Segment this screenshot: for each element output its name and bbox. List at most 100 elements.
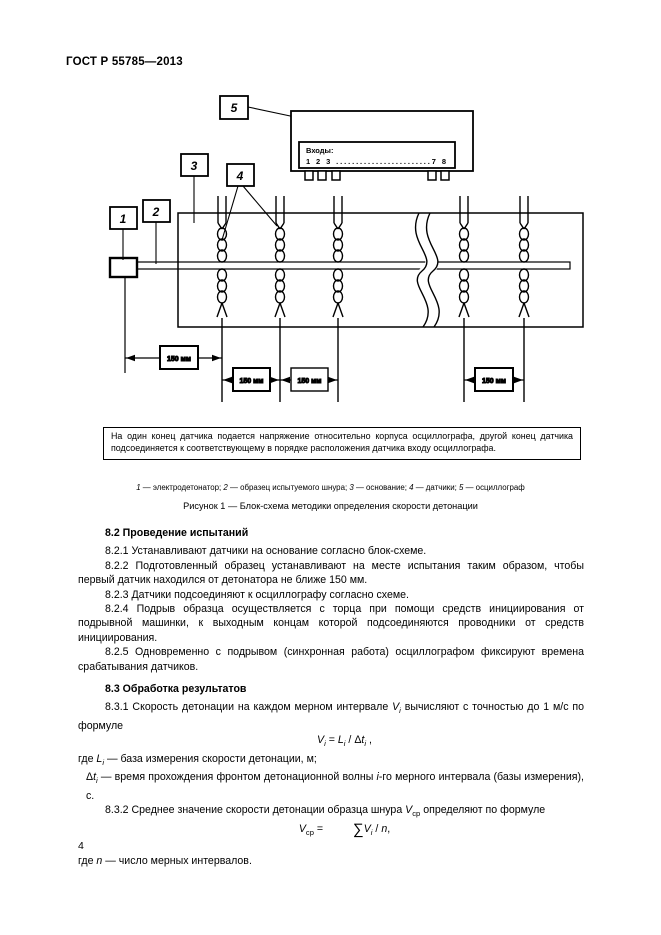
- paragraph-8-2-4: 8.2.4 Подрыв образца осуществляется с то…: [78, 603, 584, 644]
- var-L: L: [337, 734, 344, 747]
- callout-4-box: [226, 163, 255, 187]
- electrodetonator: [108, 256, 139, 279]
- figure-caption: Рисунок 1 — Блок-схема методики определе…: [183, 501, 478, 511]
- callout-3-label: 3: [191, 159, 198, 173]
- legend-num-3: 3: [349, 483, 354, 492]
- paragraph-8-3-2-text2: определяют по формуле: [420, 804, 546, 817]
- legend-num-5: 5: [459, 483, 464, 492]
- dimension-150mm-1: 150 мм: [125, 345, 222, 370]
- var-L-sub: i: [343, 739, 346, 749]
- legend-text-1: — электродетонатор;: [140, 483, 224, 492]
- where-n-text: — число мерных интервалов.: [102, 855, 252, 868]
- var-V: V: [317, 734, 325, 747]
- page-number: 4: [78, 840, 84, 852]
- callout-2-label: 2: [152, 205, 160, 219]
- legend-num-2: 2: [223, 483, 228, 492]
- paragraph-8-3-1-text2: вычисляют с точностью до 1 м/с по формул…: [78, 701, 584, 732]
- var-t: t: [361, 734, 365, 747]
- paragraph-8-2-2: 8.2.2 Подготовленный образец устанавлива…: [78, 559, 584, 587]
- callout-5-label: 5: [231, 101, 238, 115]
- legend-num-4: 4: [409, 483, 414, 492]
- paragraph-8-3-1-text: 8.3.1 Скорость детонации на каждом мерно…: [105, 701, 393, 714]
- oscilloscope: Входы: 1 2 3 ........................7 8: [290, 110, 474, 181]
- dimension-label: 150 мм: [167, 356, 191, 363]
- var-t-sub: i: [96, 776, 98, 786]
- formula-vi: Vi = Li / Δti ,: [78, 733, 584, 752]
- dimension-label: 150 мм: [298, 378, 322, 385]
- where-dt-text2: -го мерного интервала (базы измерения), …: [86, 771, 584, 802]
- diagram-note: На один конец датчика подается напряжени…: [103, 427, 581, 460]
- callout-4-label: 4: [236, 169, 244, 183]
- comma: ,: [387, 822, 391, 835]
- legend-text-3: — основание;: [353, 483, 410, 492]
- formula-vsr: Vср = ∑Vi / n,: [78, 822, 584, 841]
- paragraph-8-3-2-text: 8.3.2 Среднее значение скорости детонаци…: [105, 804, 406, 817]
- section-8-2-title: 8.2 Проведение испытаний: [105, 527, 249, 539]
- section-8-3-title: 8.3 Обработка результатов: [105, 683, 247, 696]
- sensor-twisted-pair: [518, 195, 530, 403]
- divide-sign: /: [345, 734, 355, 747]
- dimension-label: 150 мм: [482, 378, 506, 385]
- paragraph-8-2-3: 8.2.3 Датчики подсоединяют к осциллограф…: [105, 588, 409, 601]
- inputs-panel-label: Входы:: [306, 146, 333, 155]
- var-V: V: [405, 804, 413, 817]
- legend-num-1: 1: [136, 483, 141, 492]
- paragraph-8-2-1: 8.2.1 Устанавливают датчики на основание…: [105, 545, 427, 558]
- equals-sign: =: [325, 734, 338, 747]
- break-symbol: [414, 212, 440, 329]
- var-V-sub-sr: ср: [305, 827, 314, 837]
- dimension-150mm-3: 150 мм: [280, 367, 338, 392]
- where-L-text: — база измерения скорости детонации, м;: [104, 752, 317, 765]
- var-i: i: [376, 771, 379, 784]
- figure-legend: 1 — электродетонатор; 2 — образец испыту…: [66, 483, 595, 492]
- sensor-twisted-pair: [458, 195, 470, 403]
- document-header: ГОСТ Р 55785—2013: [66, 56, 183, 68]
- var-V-sub-sr: ср: [412, 809, 421, 819]
- paragraph-8-2-5: 8.2.5 Одновременно с подрывом (синхронна…: [78, 646, 584, 673]
- paragraph-8-3-2: 8.3.2 Среднее значение скорости детонаци…: [78, 803, 584, 822]
- where-n-line: где n — число мерных интервалов.: [78, 854, 584, 868]
- oscilloscope-feet: [304, 170, 450, 181]
- where-dt-text: — время прохождения фронтом детонационно…: [97, 771, 377, 784]
- callout-3-box: [180, 153, 209, 177]
- var-L-sub: i: [102, 758, 104, 768]
- var-V: V: [298, 822, 306, 835]
- var-t-sub: i: [364, 739, 367, 749]
- where-word: где: [78, 752, 97, 765]
- block-diagram: 150 мм 150 мм 150 мм 150 мм: [108, 95, 584, 403]
- callout-1-label: 1: [120, 212, 127, 226]
- where-L-line: где Li — база измерения скорости детонац…: [78, 752, 584, 771]
- equals-sign: =: [313, 822, 326, 835]
- dimension-150mm-2: 150 мм: [222, 367, 280, 392]
- dimension-150mm-4: 150 мм: [464, 367, 524, 392]
- dimension-label: 150 мм: [240, 378, 264, 385]
- legend-text-4: — датчики;: [413, 483, 460, 492]
- sensor-twisted-pair: [274, 195, 286, 403]
- where-dt-line: Δti — время прохождения фронтом детонаци…: [78, 770, 584, 803]
- sigma-symbol: ∑: [353, 820, 364, 838]
- delta-symbol: Δ: [86, 771, 94, 784]
- cord-sample: [136, 261, 571, 270]
- var-n: n: [381, 822, 388, 835]
- divide-sign: /: [372, 822, 382, 835]
- comma: ,: [366, 734, 372, 747]
- callout-boxes: 5 3 4 1 2: [109, 95, 255, 230]
- callout-5-box: [219, 95, 249, 120]
- var-V-sub: i: [399, 706, 401, 716]
- base-plate: [177, 212, 584, 328]
- delta-symbol: Δ: [354, 734, 362, 747]
- callout-2-box: [142, 199, 171, 223]
- var-t: t: [93, 771, 97, 784]
- var-n: n: [96, 855, 103, 868]
- callout-leaders: [122, 106, 296, 264]
- legend-text-5: — осциллограф: [463, 483, 525, 492]
- callout-1-box: [109, 206, 138, 230]
- document-body: 8.2 Проведение испытаний 8.2.1 Устанавли…: [78, 526, 584, 869]
- var-V: V: [363, 822, 371, 835]
- var-V-sub: i: [324, 739, 326, 749]
- var-V: V: [392, 701, 400, 714]
- oscilloscope-input-panel: [298, 141, 456, 169]
- var-V-sub: i: [370, 827, 373, 837]
- legend-text-2: — образец испытуемого шнура;: [227, 483, 350, 492]
